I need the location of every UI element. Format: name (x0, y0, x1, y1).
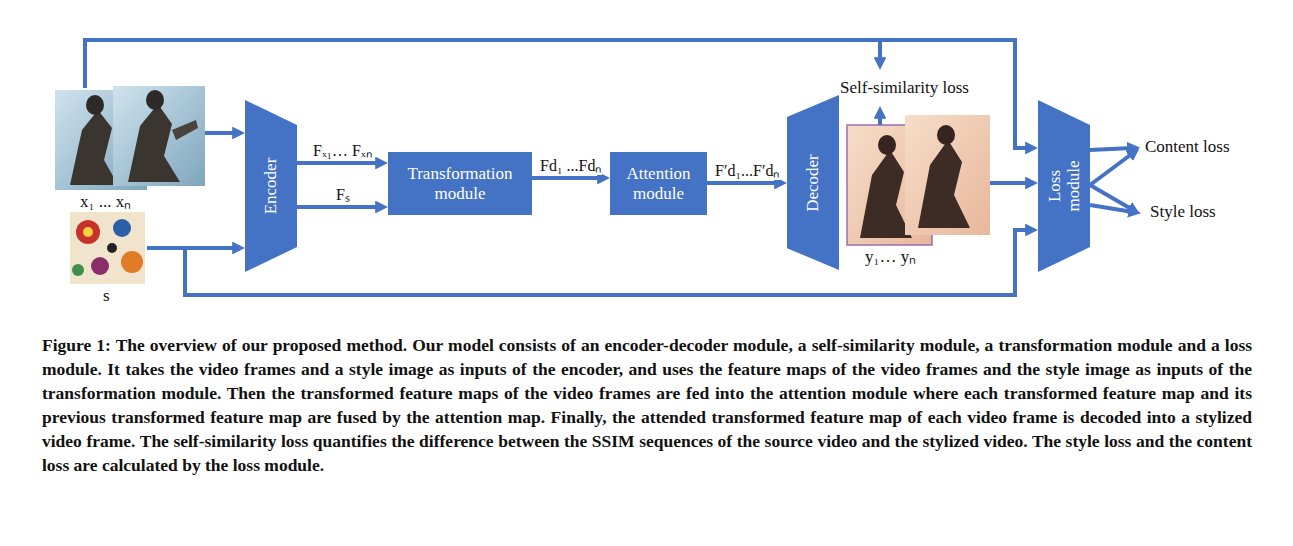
loss-label: Content loss (1145, 137, 1230, 157)
source-video-line (85, 40, 1030, 148)
figure-silhouette (918, 140, 970, 228)
node-text: Attention module (616, 164, 701, 202)
trapezoid-fill (245, 100, 297, 272)
figure-arm (172, 120, 198, 140)
decoder-trapezoid: Decoder (787, 95, 839, 270)
trapezoid-fill (787, 95, 839, 270)
node-text: Encoder (261, 116, 280, 256)
loss-output-line (1090, 148, 1132, 150)
loss-label: Self-similarity loss (840, 78, 969, 98)
feature-label: Fd₁ ...Fdₙ (539, 156, 602, 175)
figure-head (146, 90, 164, 110)
figure-head (937, 125, 955, 145)
figure-head (878, 135, 896, 155)
style-image (70, 212, 145, 284)
encoder-trapezoid: Encoder (245, 100, 297, 272)
process-box: Transformation module (388, 152, 532, 215)
figure-caption: Figure 1: The overview of our proposed m… (42, 333, 1252, 477)
feature-arrow (297, 161, 380, 165)
stylized-to-loss (990, 181, 1030, 185)
source-to-self-similarity (878, 40, 882, 62)
frames-to-encoder (205, 131, 237, 135)
feature-label: Fₓ₁… Fₓₙ (312, 141, 373, 160)
style-to-loss-line (185, 230, 1030, 295)
node-text: Transformation module (394, 164, 526, 202)
video-frame (113, 86, 205, 186)
feature-label: F′d₁...F′dₙ (714, 161, 780, 180)
loss-output-line (1090, 153, 1133, 185)
stylized-to-self-similarity (878, 114, 882, 125)
loss-trapezoid: Loss module (1038, 100, 1090, 272)
process-box: Attention module (610, 152, 707, 215)
feature-arrow (297, 205, 380, 209)
stylized-frame (905, 115, 990, 235)
feature-arrow (707, 181, 779, 185)
video-frames (55, 86, 205, 190)
trapezoid-fill (1038, 100, 1090, 272)
style-circle (83, 227, 93, 237)
style-label: s (103, 286, 110, 306)
style-circle (107, 243, 117, 253)
figure-silhouette (70, 110, 118, 185)
frame-label: y₁… yₙ (865, 247, 916, 267)
frame-label: x₁ ... xₙ (80, 192, 131, 212)
feature-arrow (532, 176, 602, 180)
feature-label: Fₛ (335, 185, 351, 204)
style-circle (121, 251, 143, 273)
style-circle (91, 257, 109, 275)
figure-silhouette (128, 104, 180, 182)
style-circle (113, 219, 131, 237)
node-text: Loss module (1045, 156, 1083, 216)
figure-silhouette (860, 150, 912, 238)
style-circle (76, 220, 100, 244)
figure-head (86, 95, 104, 115)
loss-label: Style loss (1150, 202, 1216, 222)
style-circle (72, 264, 84, 276)
stylized-frames (847, 115, 990, 245)
style-to-encoder (147, 246, 237, 250)
style-ground (70, 212, 145, 284)
node-text: Decoder (803, 113, 822, 253)
loss-output-line (1090, 205, 1133, 212)
flow-lines (85, 40, 1133, 295)
